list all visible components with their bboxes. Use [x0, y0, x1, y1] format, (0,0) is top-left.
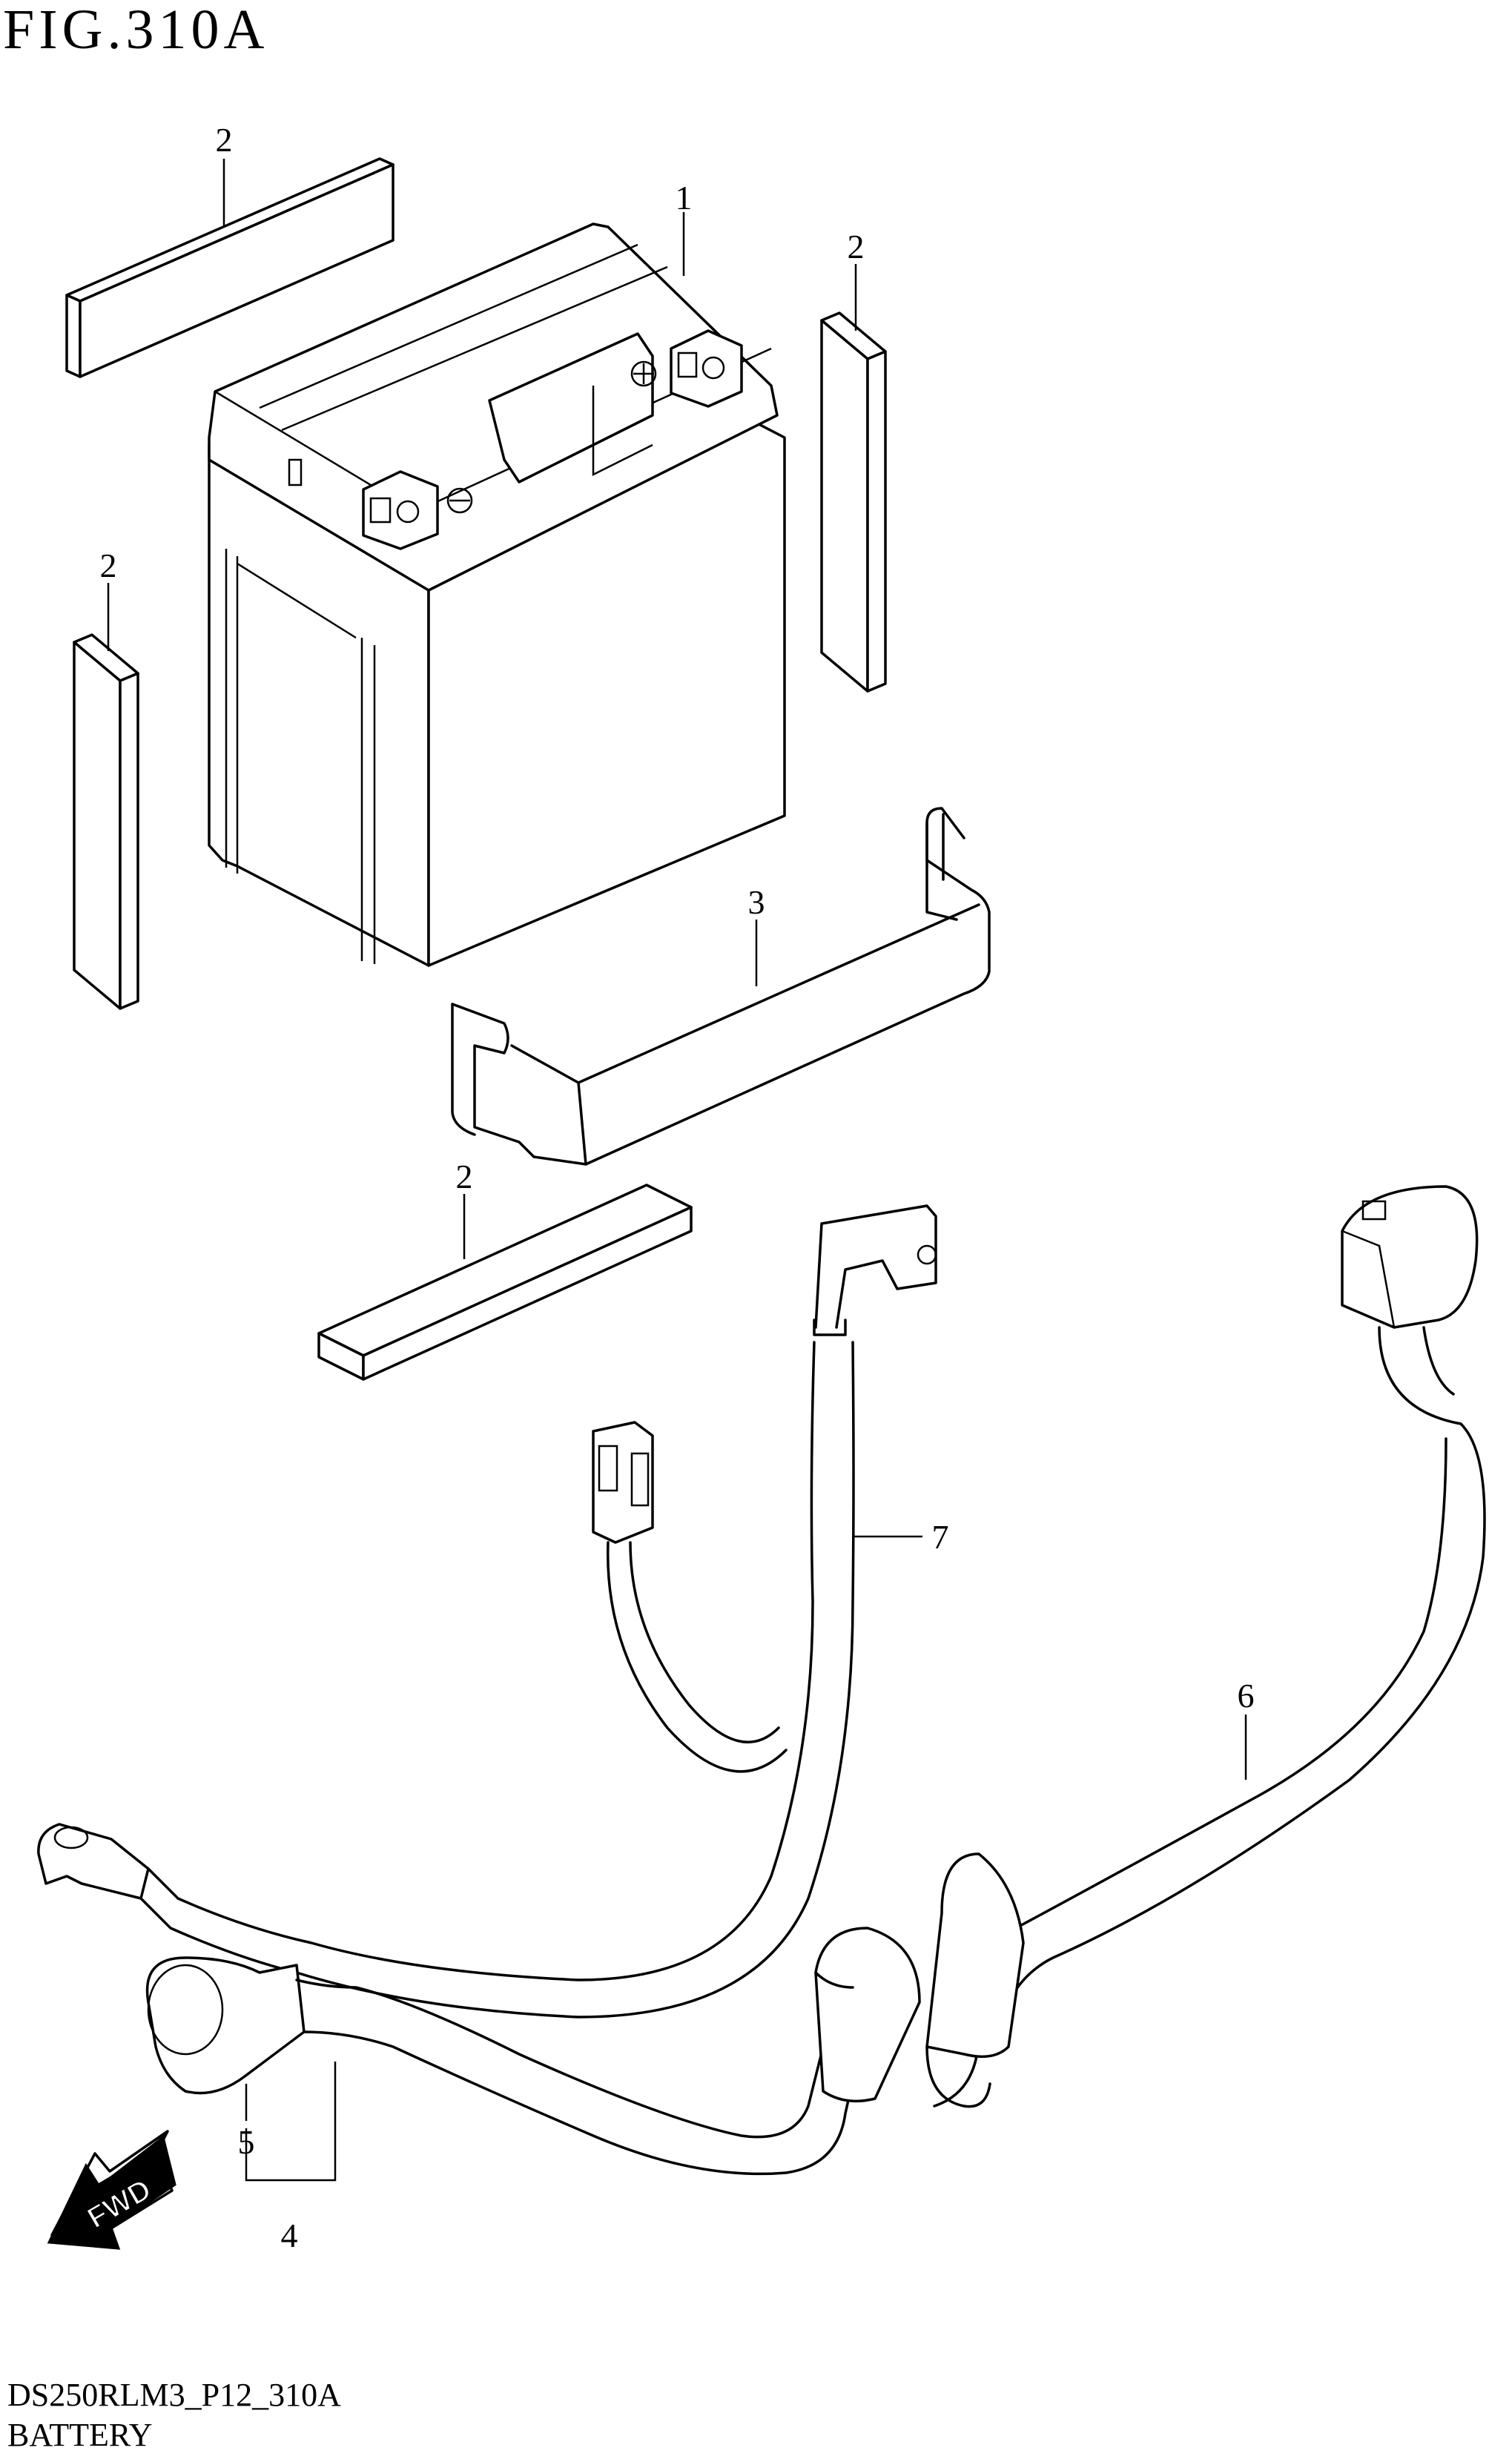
figure-title: FIG.310A [3, 0, 269, 61]
pad-right [820, 311, 887, 693]
figure-name: BATTERY [7, 2417, 153, 2453]
pad-top-left [65, 157, 394, 378]
figure-code: DS250RLM3_P12_310A [7, 2377, 341, 2413]
negative-lead [37, 1204, 937, 2019]
callout-3: 3 [748, 883, 765, 921]
sensor-lead [592, 1421, 788, 1773]
callout-2-left: 2 [100, 547, 117, 584]
leader-4 [245, 2062, 337, 2182]
callout-7: 7 [932, 1518, 949, 1556]
callout-2-top-left: 2 [216, 121, 233, 159]
callout-2-bottom: 2 [456, 1158, 473, 1195]
positive-terminal [670, 329, 743, 408]
callout-2-right: 2 [848, 228, 865, 265]
callout-1: 1 [676, 179, 693, 217]
callout-4: 4 [281, 2217, 298, 2254]
negative-terminal [362, 470, 439, 550]
battery-band [451, 807, 991, 1166]
fwd-arrow-icon: FWD [47, 2130, 176, 2250]
callout-6: 6 [1238, 1677, 1255, 1715]
positive-lead-assembly [145, 1927, 921, 2176]
callout-5: 5 [238, 2123, 255, 2161]
starter-cable [925, 1185, 1486, 2108]
battery [208, 222, 786, 967]
pad-left [73, 633, 139, 1010]
pad-bottom [317, 1184, 693, 1381]
